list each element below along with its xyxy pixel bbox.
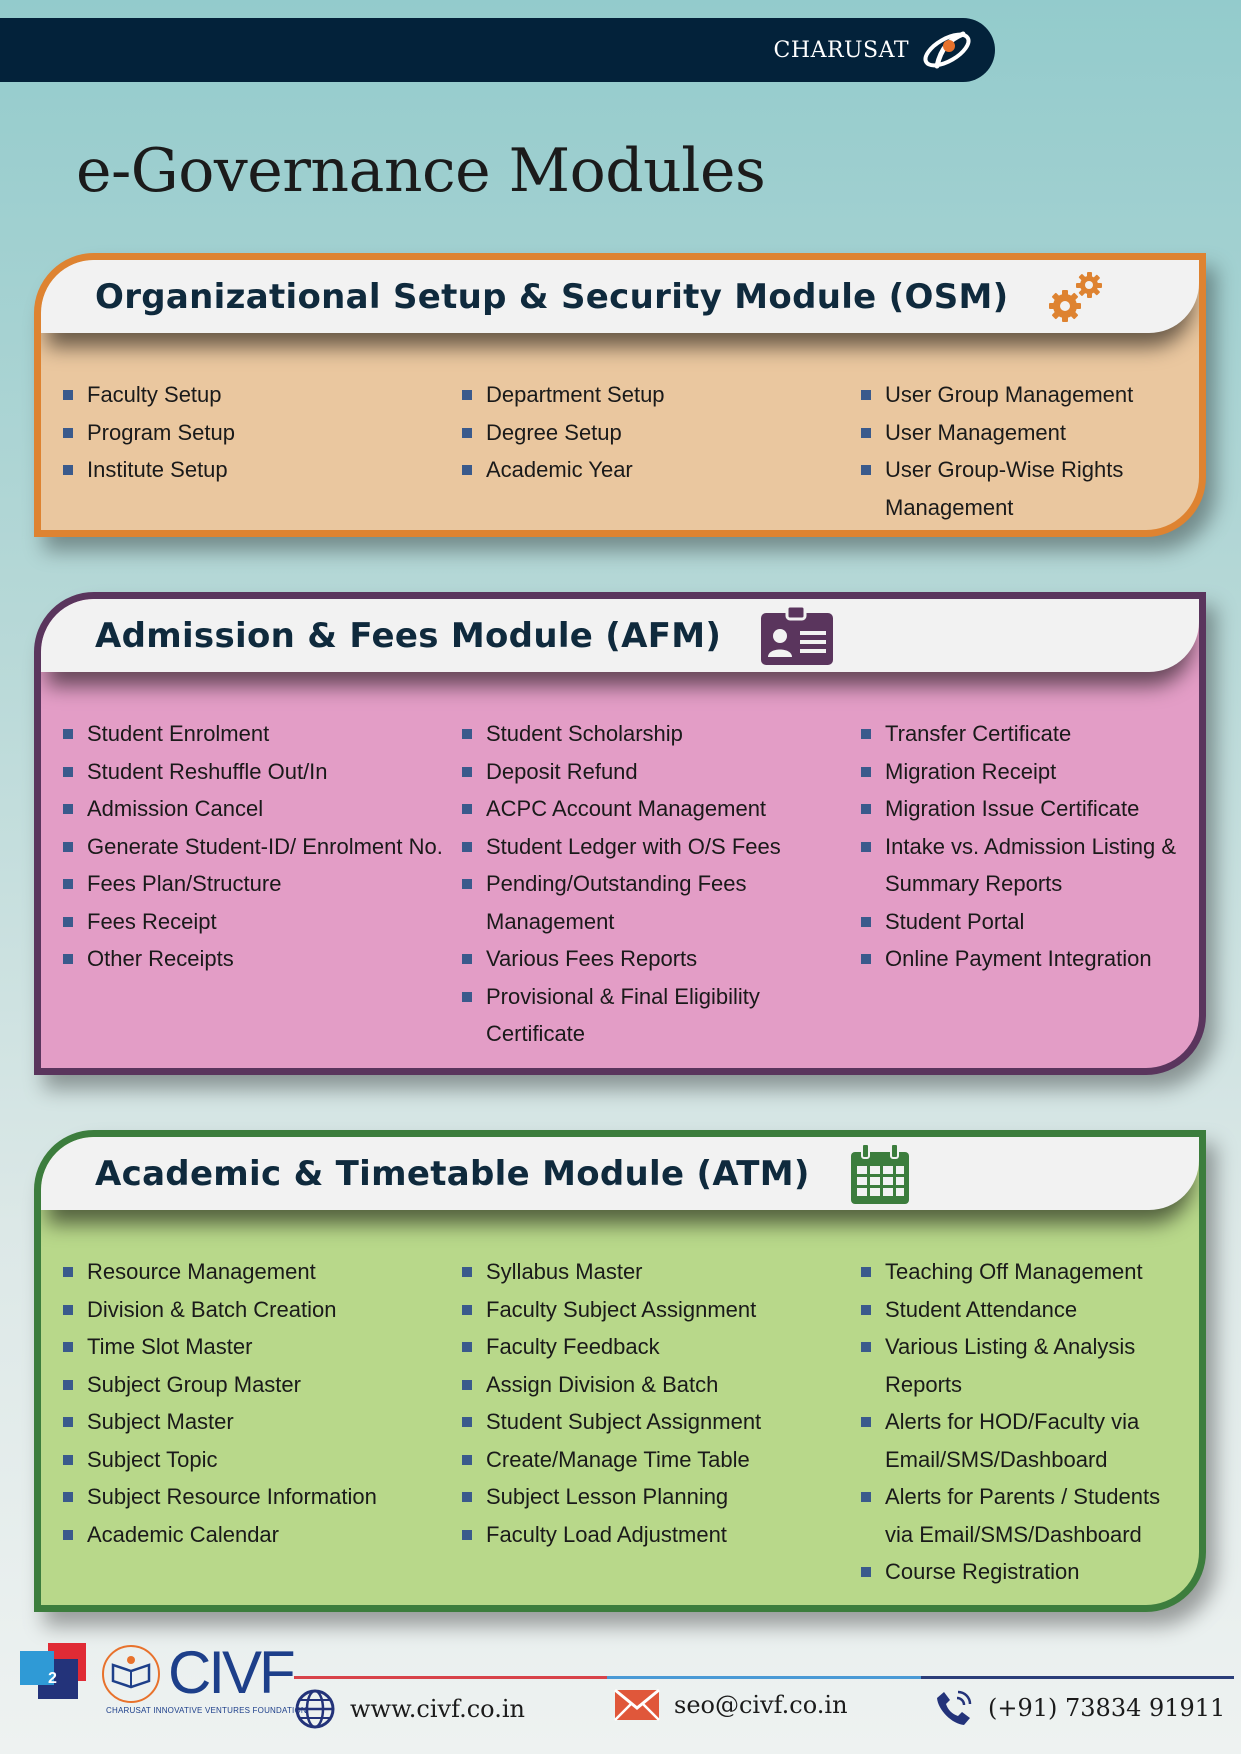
- list-item: Program Setup: [61, 414, 460, 452]
- list-item: Other Receipts: [61, 940, 460, 978]
- divider-segment: [920, 1676, 1234, 1679]
- list-item: Provisional & Final Eligibility Certific…: [460, 978, 859, 1053]
- list-item: Migration Issue Certificate: [859, 790, 1189, 828]
- module-header: Admission & Fees Module (AFM): [41, 599, 1199, 672]
- list-item: Degree Setup: [460, 414, 859, 452]
- list-item: Student Portal: [859, 903, 1189, 941]
- list-item: Migration Receipt: [859, 753, 1189, 791]
- list-item: Student Ledger with O/S Fees: [460, 828, 859, 866]
- website-contact[interactable]: www.civf.co.in: [294, 1688, 525, 1730]
- phone-contact[interactable]: (+91) 73834 91911: [934, 1688, 1225, 1728]
- list-item: Institute Setup: [61, 451, 460, 489]
- list-item: Time Slot Master: [61, 1328, 460, 1366]
- phone-text[interactable]: (+91) 73834 91911: [988, 1694, 1226, 1722]
- civf-book-logo-icon: [102, 1645, 160, 1703]
- module-header: Academic & Timetable Module (ATM): [41, 1137, 1199, 1210]
- civf-logo-subtitle: CHARUSAT INNOVATIVE VENTURES FOUNDATION: [106, 1706, 307, 1715]
- divider-segment: [607, 1676, 921, 1679]
- list-item: User Group Management: [859, 376, 1189, 414]
- list-item: Student Reshuffle Out/In: [61, 753, 460, 791]
- list-item: Academic Calendar: [61, 1516, 460, 1554]
- email-contact[interactable]: seo@civf.co.in: [614, 1688, 848, 1722]
- page-number: 2: [48, 1670, 57, 1687]
- list-item: Assign Division & Batch: [460, 1366, 859, 1404]
- email-text[interactable]: seo@civf.co.in: [674, 1691, 848, 1719]
- id-badge-icon: [759, 604, 835, 667]
- list-item: Subject Lesson Planning: [460, 1478, 859, 1516]
- list-item: Subject Resource Information: [61, 1478, 460, 1516]
- list-item: Student Attendance: [859, 1291, 1189, 1329]
- list-item: Faculty Feedback: [460, 1328, 859, 1366]
- list-item: Alerts for Parents / Students via Email/…: [859, 1478, 1189, 1553]
- list-item: Various Listing & Analysis Reports: [859, 1328, 1189, 1403]
- list-item: Faculty Load Adjustment: [460, 1516, 859, 1554]
- gears-icon: [1047, 268, 1107, 326]
- list-item: Student Enrolment: [61, 715, 460, 753]
- list-item: Various Fees Reports: [460, 940, 859, 978]
- list-item: Deposit Refund: [460, 753, 859, 791]
- list-item: Create/Manage Time Table: [460, 1441, 859, 1479]
- list-item: Student Subject Assignment: [460, 1403, 859, 1441]
- module-title: Organizational Setup & Security Module (…: [95, 276, 1009, 317]
- list-item: Generate Student-ID/ Enrolment No.: [61, 828, 460, 866]
- list-item: Resource Management: [61, 1253, 460, 1291]
- module-title: Admission & Fees Module (AFM): [95, 615, 722, 656]
- list-item: User Management: [859, 414, 1189, 452]
- list-item: Syllabus Master: [460, 1253, 859, 1291]
- list-item: Subject Group Master: [61, 1366, 460, 1404]
- charusat-logo-icon: [923, 31, 971, 69]
- list-item: Department Setup: [460, 376, 859, 414]
- list-item: Faculty Setup: [61, 376, 460, 414]
- website-text[interactable]: www.civf.co.in: [350, 1695, 525, 1723]
- top-brand-bar: CHARUSAT: [0, 18, 995, 82]
- footer-divider: [294, 1676, 1234, 1679]
- list-item: User Group-Wise Rights Management: [859, 451, 1189, 526]
- list-item: Faculty Subject Assignment: [460, 1291, 859, 1329]
- list-item: Pending/Outstanding Fees Management: [460, 865, 859, 940]
- list-item: Transfer Certificate: [859, 715, 1189, 753]
- list-item: Division & Batch Creation: [61, 1291, 460, 1329]
- module-afm: Admission & Fees Module (AFM) Student En…: [34, 592, 1206, 1075]
- list-item: Fees Receipt: [61, 903, 460, 941]
- page-number-badge: 2: [20, 1643, 92, 1715]
- list-item: Subject Master: [61, 1403, 460, 1441]
- list-item: Intake vs. Admission Listing & Summary R…: [859, 828, 1189, 903]
- module-atm: Academic & Timetable Module (ATM) Resour…: [34, 1130, 1206, 1612]
- list-item: Alerts for HOD/Faculty via Email/SMS/Das…: [859, 1403, 1189, 1478]
- list-item: Admission Cancel: [61, 790, 460, 828]
- list-item: Course Registration: [859, 1553, 1189, 1591]
- globe-icon: [295, 1689, 335, 1729]
- list-item: Online Payment Integration: [859, 940, 1189, 978]
- calendar-icon: [848, 1142, 912, 1206]
- divider-segment: [294, 1676, 608, 1679]
- phone-icon: [937, 1690, 972, 1725]
- brand-name: CHARUSAT: [773, 37, 909, 63]
- list-item: Student Scholarship: [460, 715, 859, 753]
- module-title: Academic & Timetable Module (ATM): [95, 1153, 810, 1194]
- list-item: Fees Plan/Structure: [61, 865, 460, 903]
- list-item: ACPC Account Management: [460, 790, 859, 828]
- civf-logo-text: CIVF: [168, 1639, 296, 1706]
- module-header: Organizational Setup & Security Module (…: [41, 260, 1199, 333]
- mail-icon: [614, 1688, 660, 1721]
- list-item: Academic Year: [460, 451, 859, 489]
- module-osm: Organizational Setup & Security Module (…: [34, 253, 1206, 537]
- page-title: e-Governance Modules: [76, 136, 766, 206]
- list-item: Teaching Off Management: [859, 1253, 1189, 1291]
- list-item: Subject Topic: [61, 1441, 460, 1479]
